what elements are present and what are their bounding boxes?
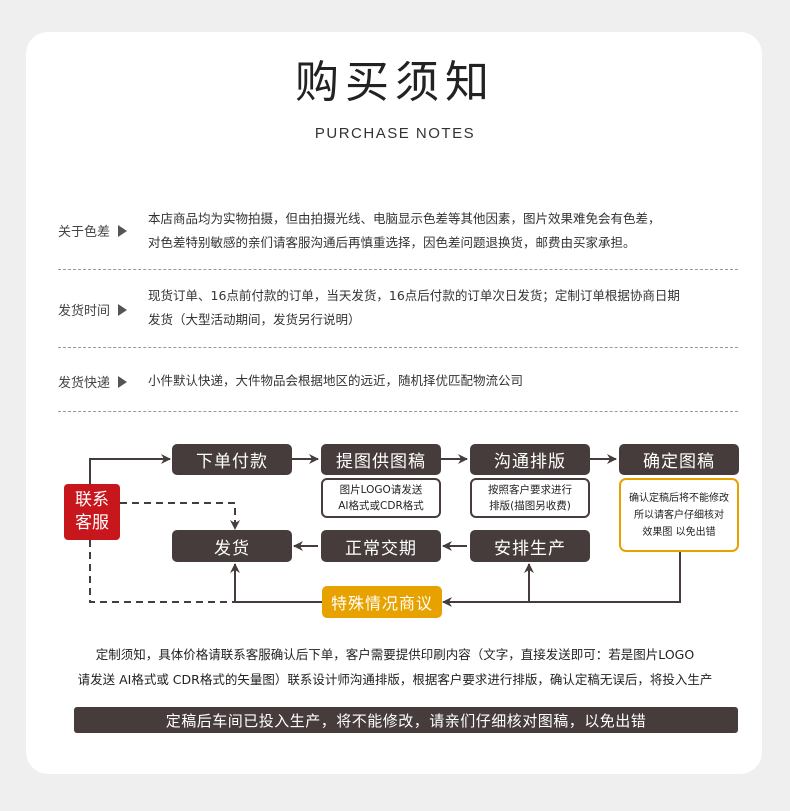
note-label: 发货时间: [58, 300, 128, 319]
warning-banner: 定稿后车间已投入生产，将不能修改，请亲们仔细核对图稿，以免出错: [74, 707, 738, 733]
dashed-divider: [58, 347, 738, 348]
note-label: 发货快递: [58, 372, 128, 391]
dashed-divider: [58, 411, 738, 412]
custom-notice-line-2: 请发送 AI格式或 CDR格式的矢量图）联系设计师沟通排版，根据客户要求进行排版…: [77, 672, 713, 687]
step-provide-draft: 提图供图稿: [321, 444, 441, 475]
step-communicate-layout: 沟通排版: [470, 444, 590, 475]
triangle-right-icon: [118, 376, 128, 388]
note-color-difference: 关于色差 本店商品均为实物拍摄，但由拍摄光线、电脑显示色差等其他因素，图片效果难…: [58, 207, 738, 257]
step-arrange-production: 安排生产: [470, 530, 590, 562]
note-label: 关于色差: [58, 221, 128, 240]
note-communicate-layout: 按照客户要求进行 排版(描图另收费): [470, 478, 590, 518]
step-confirm-draft: 确定图稿: [619, 444, 739, 475]
note-text: 现货订单、16点前付款的订单，当天发货，16点后付款的订单次日发货；定制订单根据…: [148, 288, 680, 327]
page-title: 购买须知: [295, 57, 495, 108]
note-text: 小件默认快递，大件物品会根据地区的远近，随机择优匹配物流公司: [148, 373, 524, 388]
custom-notice-line-1: 定制须知，具体价格请联系客服确认后下单，客户需要提供印刷内容（文字，直接发送即可…: [95, 647, 695, 662]
step-normal-delivery: 正常交期: [321, 530, 441, 562]
content-card: [26, 32, 762, 774]
note-confirm-draft: 确认定稿后将不能修改 所以请客户仔细核对 效果图 以免出错: [619, 478, 739, 552]
page-subtitle: PURCHASE NOTES: [314, 125, 476, 142]
note-text: 本店商品均为实物拍摄，但由拍摄光线、电脑显示色差等其他因素，图片效果难免会有色差…: [148, 211, 661, 250]
step-order-pay: 下单付款: [172, 444, 292, 475]
note-provide-draft: 图片LOGO请发送 AI格式或CDR格式: [321, 478, 441, 518]
triangle-right-icon: [118, 225, 128, 237]
note-courier: 发货快递 小件默认快递，大件物品会根据地区的远近，随机择优匹配物流公司: [58, 369, 738, 395]
dashed-divider: [58, 269, 738, 270]
note-shipping-time: 发货时间 现货订单、16点前付款的订单，当天发货，16点后付款的订单次日发货；定…: [58, 284, 738, 334]
step-special-negotiation: 特殊情况商议: [322, 586, 442, 618]
step-ship: 发货: [172, 530, 292, 562]
contact-service-button[interactable]: 联系 客服: [64, 484, 120, 540]
triangle-right-icon: [118, 304, 128, 316]
